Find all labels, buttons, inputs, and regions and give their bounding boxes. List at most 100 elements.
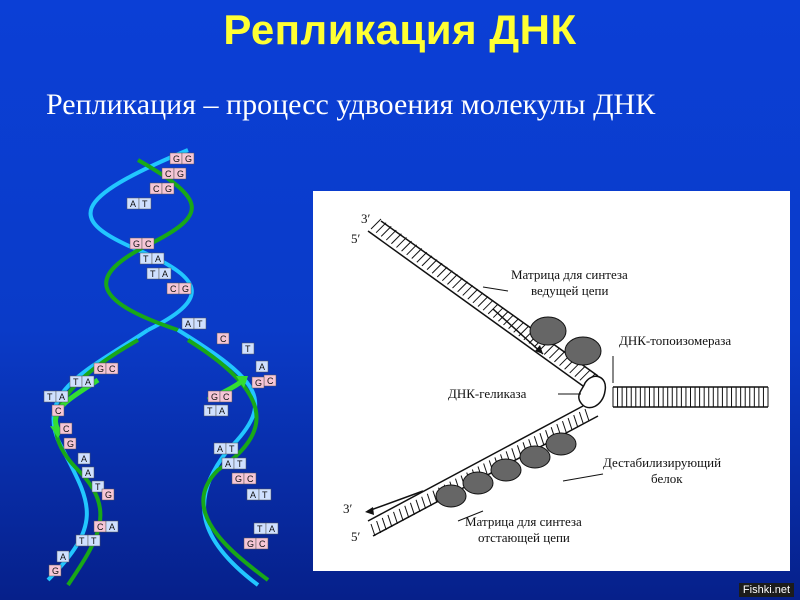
strand-tick: [513, 321, 525, 333]
strand-tick: [477, 296, 489, 307]
base-letter: T: [150, 269, 156, 279]
strand-tick: [441, 270, 453, 282]
strand-tick: [432, 490, 438, 503]
base-badge: [181, 152, 195, 165]
strand-tick: [492, 307, 504, 318]
label-ssb-2: белок: [651, 471, 683, 486]
base-badge: [193, 317, 207, 330]
strand-tick: [578, 411, 584, 425]
base-letter: T: [207, 406, 213, 416]
strand-tick: [573, 414, 579, 428]
base-badge: [56, 550, 70, 563]
base-letter: A: [185, 319, 191, 329]
base-letter: G: [185, 154, 192, 164]
base-badge: [105, 520, 119, 533]
strand-tick: [584, 408, 590, 422]
strand-tick: [421, 255, 433, 267]
base-badge: [251, 376, 265, 389]
base-badge: [215, 404, 229, 417]
replication-fork-diagram: 3′ 5′ 3′ 5′ Матрица для синтеза ведущей …: [343, 211, 769, 545]
strand-tick: [411, 248, 423, 259]
leading-template-strand: [367, 218, 599, 387]
base-letter: G: [173, 154, 180, 164]
base-letter: C: [165, 169, 172, 179]
strand-tick: [415, 499, 421, 512]
base-letter: T: [237, 459, 243, 469]
base-badge: [258, 488, 272, 501]
base-badge: [63, 437, 77, 450]
base-badge: [216, 332, 230, 345]
strand-tick: [380, 226, 392, 237]
arrow-head: [365, 507, 374, 515]
base-badge: [265, 522, 279, 535]
base-letter: C: [259, 539, 266, 549]
strand-tick: [543, 344, 555, 355]
base-letter: A: [130, 199, 136, 209]
base-letter: G: [177, 169, 184, 179]
base-badge: [151, 252, 165, 265]
base-letter: C: [223, 392, 230, 402]
strand-tick: [452, 277, 463, 289]
base-letter: T: [142, 199, 148, 209]
base-letter: G: [211, 392, 218, 402]
base-letter: C: [109, 364, 116, 374]
base-badge: [161, 182, 175, 195]
base-letter: T: [257, 524, 263, 534]
label-lagging-template: Матрица для синтеза: [465, 514, 582, 529]
strand-tick: [375, 222, 387, 234]
base-badge: [81, 466, 95, 479]
label-leading-template: Матрица для синтеза: [511, 267, 628, 282]
leader-line: [482, 286, 509, 292]
strand-tick: [539, 433, 545, 446]
strand-tick: [436, 266, 448, 278]
base-letter: G: [247, 539, 254, 549]
strand-tick: [398, 508, 404, 522]
base-badge: [59, 422, 73, 435]
base-badge: [51, 404, 65, 417]
base-letter: G: [52, 566, 59, 576]
strand-tick: [457, 281, 468, 293]
strand-tick: [421, 496, 427, 509]
strand-tick: [426, 493, 432, 506]
replication-fork-panel: 3′ 5′ 3′ 5′ Матрица для синтеза ведущей …: [313, 191, 790, 571]
base-badge: [55, 390, 69, 403]
end-3-bottom: 3′: [343, 501, 353, 516]
base-letter: C: [63, 424, 70, 434]
base-letter: G: [67, 439, 74, 449]
base-badge: [87, 534, 101, 547]
base-letter: A: [225, 459, 231, 469]
strand-tick: [406, 244, 418, 256]
parental-duplex: [612, 386, 769, 408]
strand-tick: [387, 514, 393, 528]
ssb-protein: [435, 484, 467, 508]
base-letter: T: [79, 536, 85, 546]
strand-tick: [431, 262, 443, 274]
base-letter: A: [59, 392, 65, 402]
label-lagging-template-2: отстающей цепи: [478, 530, 570, 545]
base-badge: [255, 360, 269, 373]
strand-tick: [370, 523, 376, 537]
base-letter: G: [97, 364, 104, 374]
base-badge: [81, 375, 95, 388]
base-badge: [141, 237, 155, 250]
base-letter: A: [250, 490, 256, 500]
lagging-synthesis-arrow: [367, 490, 424, 512]
strand-tick: [396, 237, 407, 248]
base-badge: [225, 442, 239, 455]
label-topoisomerase: ДНК-топоизомераза: [619, 333, 731, 348]
slide-title: Репликация ДНК: [223, 6, 577, 53]
base-badge: [101, 488, 115, 501]
base-letter: C: [267, 376, 274, 386]
strand-tick: [579, 369, 591, 381]
strand-tick: [409, 502, 415, 515]
base-letter: T: [47, 392, 53, 402]
strand-tick: [567, 417, 573, 431]
base-badge: [241, 342, 255, 355]
base-letter: C: [170, 284, 177, 294]
base-letter: G: [235, 474, 242, 484]
base-badge: [158, 267, 172, 280]
ssb-protein: [462, 471, 494, 495]
